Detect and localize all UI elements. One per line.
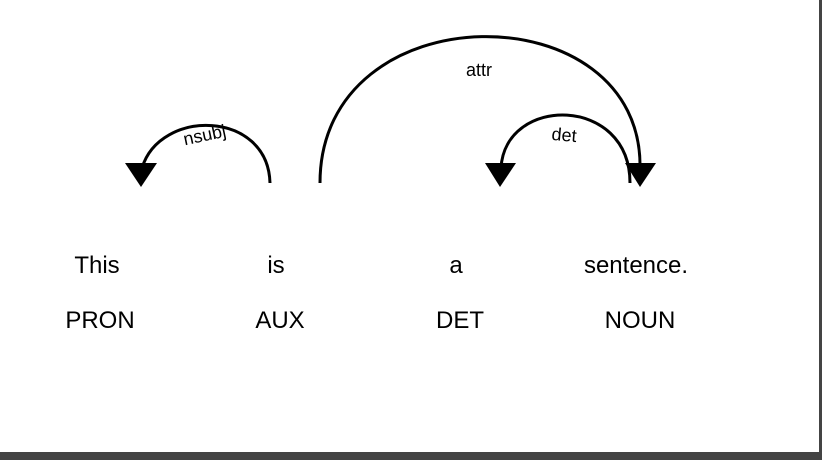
- token-tag: PRON: [65, 307, 134, 334]
- arc-attr: attr: [318, 35, 656, 187]
- arc-det: det: [485, 113, 632, 187]
- arc-attr-curve: [318, 35, 642, 184]
- token-tag: DET: [436, 307, 484, 334]
- token-tag: NOUN: [605, 307, 676, 334]
- token-0: This PRON: [65, 252, 134, 334]
- arc-det-curve: [499, 113, 632, 184]
- token-word: sentence.: [584, 252, 688, 279]
- token-3: sentence. NOUN: [584, 252, 688, 334]
- frame-bottom-bar: [0, 452, 822, 460]
- arc-attr-arrowhead: [625, 163, 656, 187]
- token-2: a DET: [436, 252, 484, 334]
- arc-nsubj-label: nsubj: [181, 121, 227, 150]
- arc-nsubj: nsubj: [125, 121, 272, 187]
- token-word: a: [449, 252, 463, 279]
- arc-det-arrowhead: [485, 163, 516, 187]
- token-tag: AUX: [255, 307, 304, 334]
- token-1: is AUX: [255, 252, 304, 334]
- arc-attr-label: attr: [466, 60, 492, 80]
- token-word: is: [267, 252, 284, 279]
- arc-nsubj-curve: [140, 124, 272, 184]
- frame-right-border: [819, 0, 822, 460]
- token-word: This: [74, 252, 119, 279]
- arc-nsubj-arrowhead: [125, 163, 157, 187]
- arc-det-label: det: [551, 124, 578, 146]
